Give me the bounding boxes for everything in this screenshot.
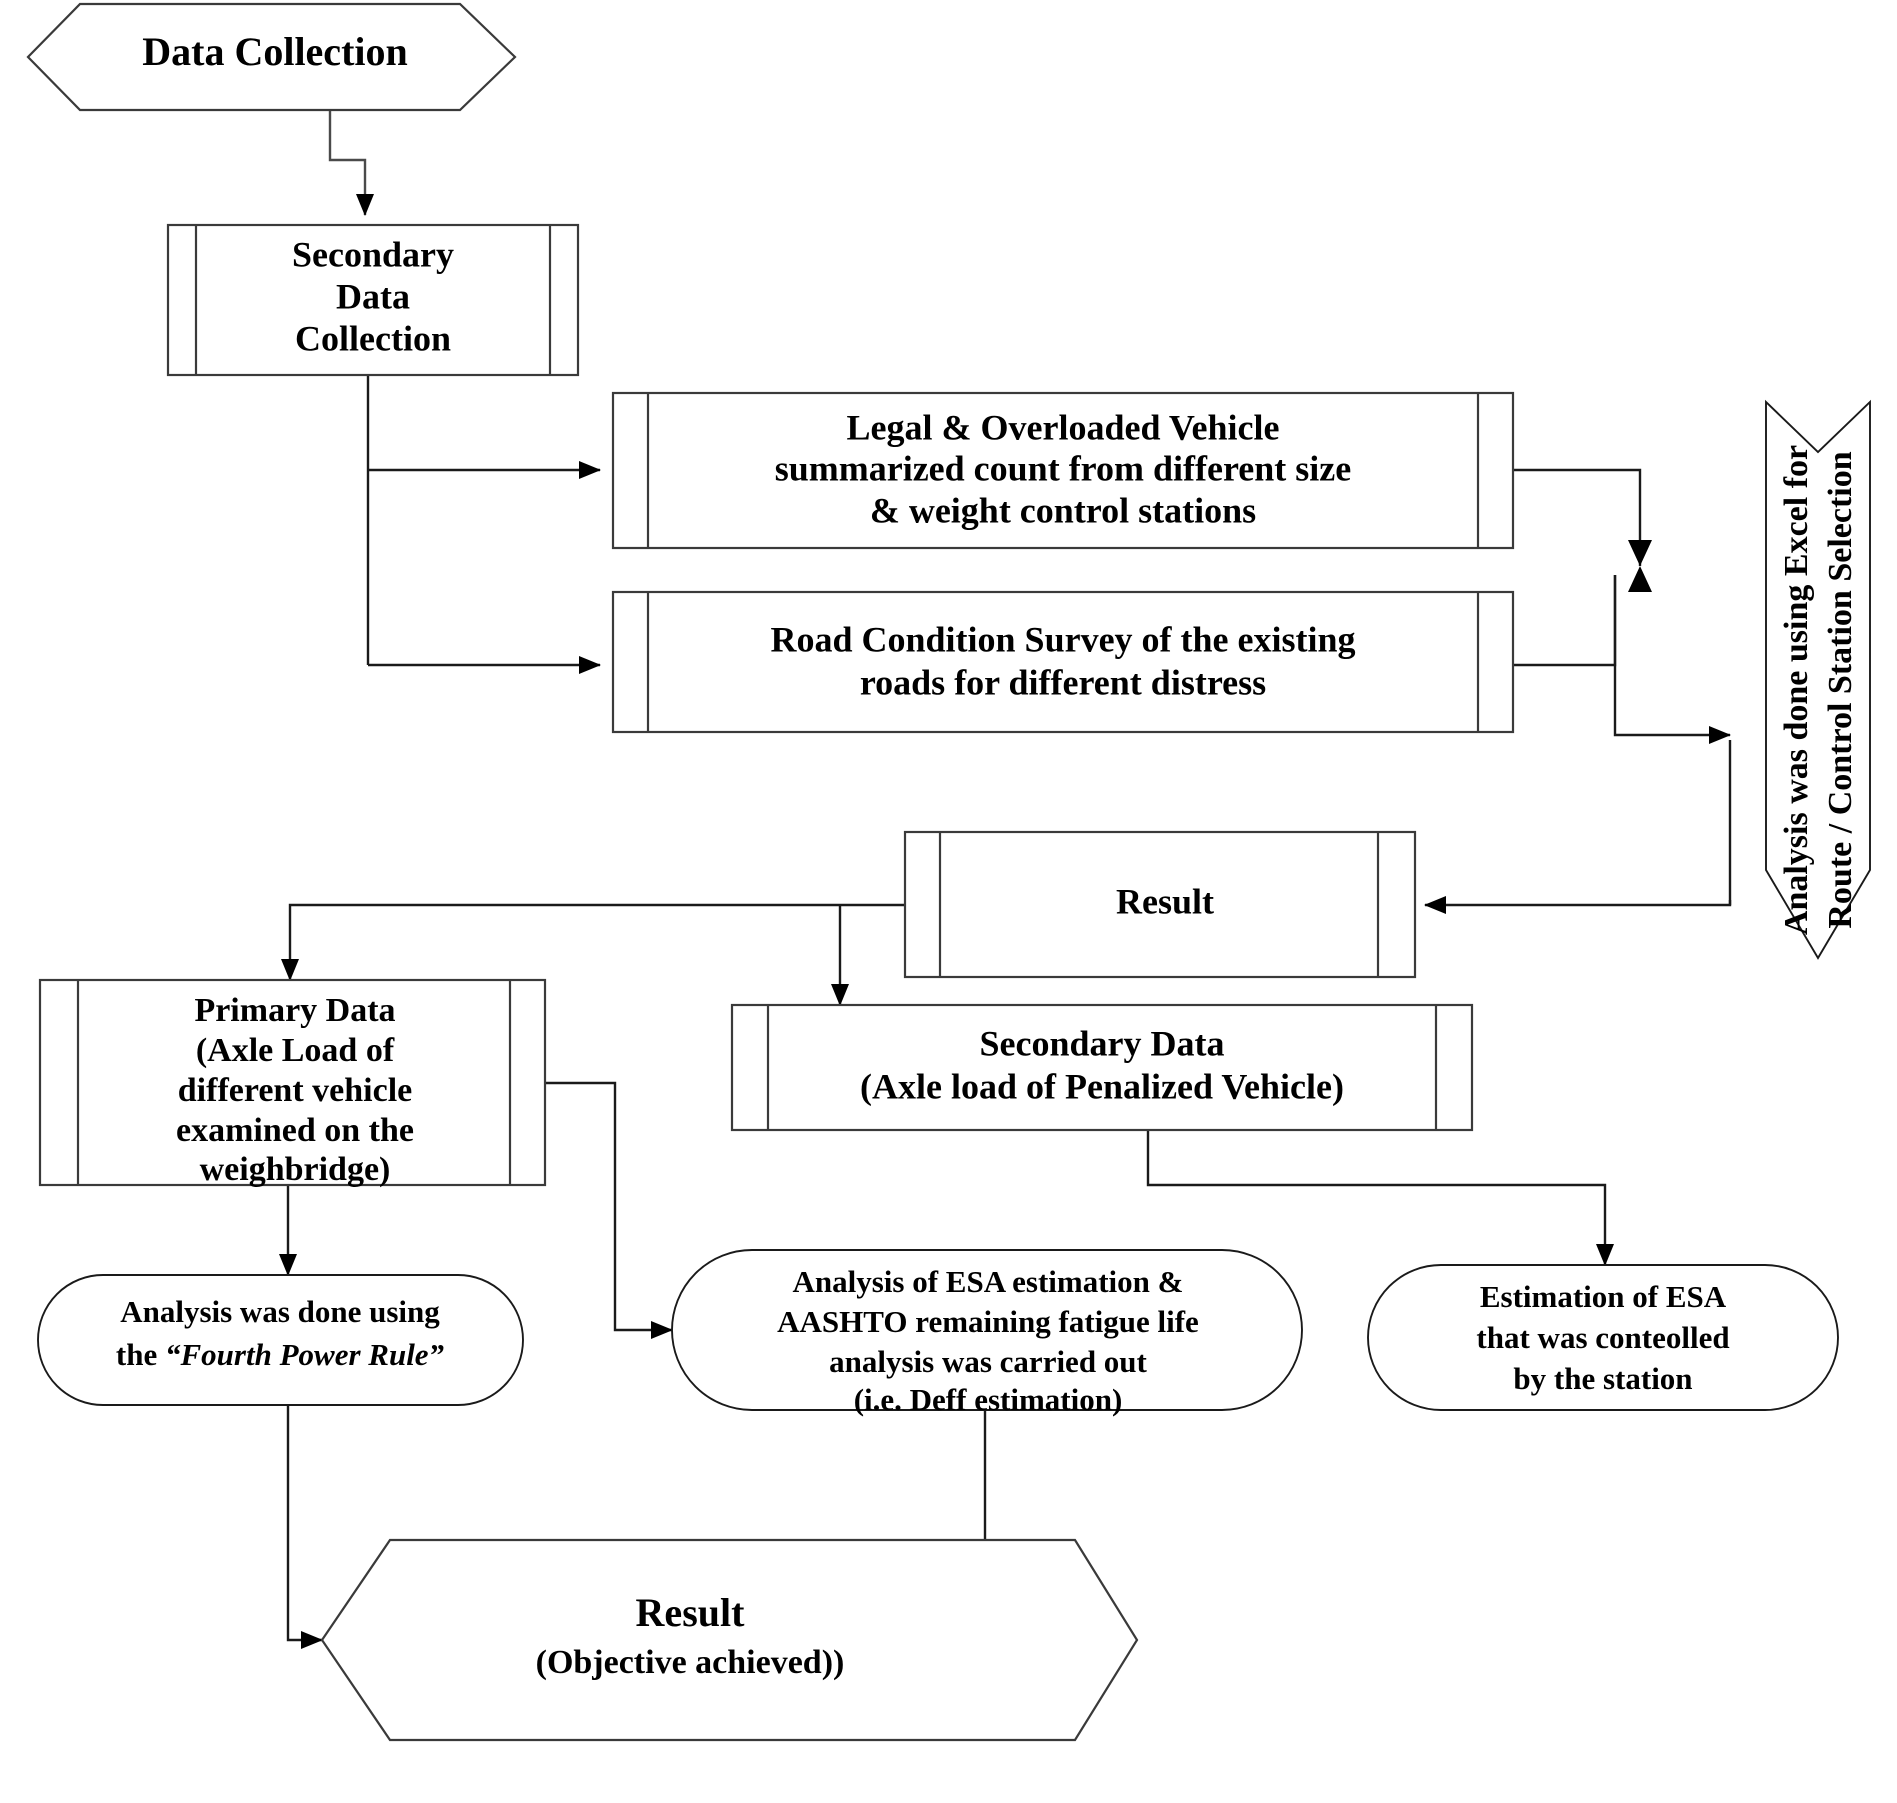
esa-station-line-1: Estimation of ESA: [1480, 1279, 1727, 1314]
legal-overloaded-line-2: summarized count from different size: [775, 448, 1352, 488]
node-secondary-data-collection[interactable]: Secondary Data Collection: [166, 223, 580, 377]
esa-aashto-line-2: AASHTO remaining fatigue life: [777, 1304, 1199, 1339]
excel-analysis-line-1: Analysis was done using Excel for: [1778, 445, 1815, 935]
secondary-data-collection-line-1: Secondary: [292, 234, 454, 274]
node-esa-station[interactable]: Estimation of ESA that was conteolled by…: [1367, 1264, 1839, 1411]
excel-analysis-line-2: Route / Control Station Selection: [1822, 451, 1859, 928]
node-legal-overloaded[interactable]: Legal & Overloaded Vehicle summarized co…: [611, 391, 1515, 550]
result-final-line-2: (Objective achieved)): [536, 1644, 845, 1681]
primary-data-line-5: weighbridge): [200, 1151, 391, 1188]
esa-station-line-2: that was conteolled: [1476, 1320, 1729, 1355]
node-result-final[interactable]: Result (Objective achieved)): [320, 1538, 1139, 1742]
esa-aashto-line-3: analysis was carried out: [829, 1344, 1147, 1379]
road-condition-line-2: roads for different distress: [860, 662, 1266, 702]
result-final-line-1: Result: [636, 1590, 746, 1635]
edge-fourthpower-to-result: [286, 1405, 323, 1649]
node-fourth-power[interactable]: Analysis was done using the “Fourth Powe…: [37, 1274, 524, 1406]
legal-overloaded-line-3: & weight control stations: [870, 490, 1256, 530]
edge-boxes-to-junction: [1512, 468, 1731, 744]
result-mid-label: Result: [1116, 881, 1214, 921]
primary-data-line-4: examined on the: [176, 1112, 414, 1149]
fourth-power-line-2: the “Fourth Power Rule”: [116, 1337, 444, 1372]
secondary-data-collection-line-2: Data: [336, 276, 410, 316]
node-esa-aashto[interactable]: Analysis of ESA estimation & AASHTO rema…: [671, 1249, 1303, 1417]
fourth-power-italic: “Fourth Power Rule”: [165, 1337, 444, 1372]
node-primary-data[interactable]: Primary Data (Axle Load of different veh…: [38, 978, 547, 1188]
esa-aashto-line-4: (i.e. Deff estimation): [854, 1382, 1123, 1417]
fourth-power-line-1: Analysis was done using: [120, 1294, 440, 1329]
node-secondary-data[interactable]: Secondary Data (Axle load of Penalized V…: [730, 1003, 1474, 1132]
node-result-mid[interactable]: Result: [903, 830, 1417, 979]
fourth-power-prefix: the: [116, 1337, 165, 1372]
secondary-data-line-2: (Axle load of Penalized Vehicle): [860, 1066, 1344, 1106]
edge-result-to-data: [281, 903, 905, 1006]
data-collection-label: Data Collection: [142, 29, 408, 74]
esa-station-line-3: by the station: [1513, 1361, 1692, 1396]
edge-secondary-to-ellipses: [1146, 1130, 1614, 1266]
edge-datacollection-to-secondary: [328, 110, 374, 216]
secondary-data-line-1: Secondary Data: [980, 1023, 1225, 1063]
road-condition-line-1: Road Condition Survey of the existing: [770, 619, 1355, 659]
secondary-data-collection-line-3: Collection: [295, 318, 451, 358]
node-data-collection[interactable]: Data Collection: [26, 2, 517, 112]
edge-secondary-branch: [366, 375, 601, 674]
primary-data-line-1: Primary Data: [194, 992, 395, 1029]
primary-data-line-3: different vehicle: [178, 1072, 412, 1109]
esa-aashto-line-1: Analysis of ESA estimation &: [793, 1264, 1184, 1299]
node-excel-analysis[interactable]: Analysis was done using Excel for Route …: [1765, 399, 1871, 960]
node-road-condition[interactable]: Road Condition Survey of the existing ro…: [611, 590, 1515, 734]
edge-excel-to-result: [1424, 740, 1732, 914]
edge-primary-to-esa: [545, 1081, 673, 1339]
legal-overloaded-line-1: Legal & Overloaded Vehicle: [847, 407, 1280, 447]
primary-data-line-2: (Axle Load of: [196, 1032, 395, 1069]
